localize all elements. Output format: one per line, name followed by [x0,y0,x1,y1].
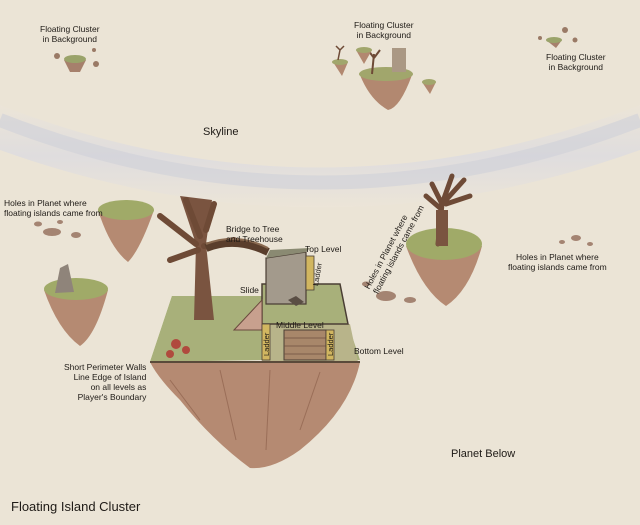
slide-label: Slide [240,285,259,295]
bottom-level-label: Bottom Level [354,346,404,356]
skyline-label: Skyline [203,126,238,139]
middle-level-label: Middle Level [276,320,324,330]
sketch-title: Floating Island Cluster [11,499,140,514]
planet-below-label: Planet Below [451,448,515,461]
ladder-left-label: Ladder [262,333,272,356]
ladder-right-label: Ladder [326,333,336,356]
top-level-label: Top Level [305,244,341,254]
perimeter-walls-label: Short Perimeter Walls Line Edge of Islan… [64,362,146,402]
